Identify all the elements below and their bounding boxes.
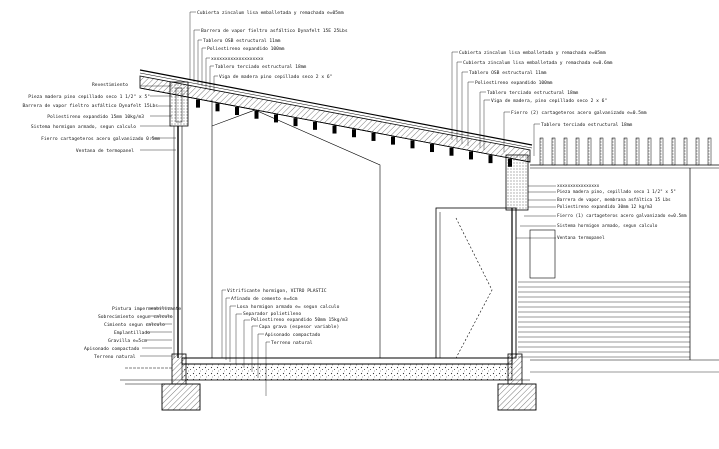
labels-right: Cubierta zincalum lisa emballetada y rem… <box>459 50 647 128</box>
deck-post <box>563 137 568 166</box>
label-left-6: Fierro cartageteros acero galvanizado 0.… <box>41 136 160 142</box>
deck-post <box>707 137 712 166</box>
labels-right-wall: xxxxxxxxxxxxxxxx Pieza madera pino, cepi… <box>557 184 687 241</box>
rafter-block <box>293 118 298 127</box>
label-right-8: Tablero terciado estructural 18mm <box>541 122 633 128</box>
deck-post <box>647 137 652 166</box>
deck-post <box>587 137 592 166</box>
label-right-7: Fierro (2) cartageteros acero galvanizad… <box>511 110 647 116</box>
rafter-block <box>371 132 376 141</box>
label-found-1: Pintura impermeabilizante <box>112 306 181 312</box>
label-floor-8: Terreno natural <box>271 340 313 346</box>
label-right-1: Cubierta zincalum lisa emballetada y rem… <box>459 50 606 56</box>
deck-post <box>551 137 556 166</box>
rafter-block <box>274 114 278 123</box>
rafter-blocks <box>196 99 512 167</box>
rafter-block <box>235 107 239 116</box>
labels-floor: Vitrificante hormigon, VITRO PLASTIC Afi… <box>227 288 348 346</box>
label-left-3: Barrera de vapor fieltro asfáltico Dynaf… <box>22 102 158 109</box>
label-rwall-5: Fierro (1) cartageteros acero galvanizad… <box>557 213 687 219</box>
label-floor-4: Separador polietileno <box>243 311 301 317</box>
label-rwall-4: Poliestireno expandido 30mm 12 kg/m3 <box>557 204 653 210</box>
label-rwall-2: Pieza madera pino, cepillado seco 1 1/2"… <box>557 189 676 195</box>
label-left-2: Pieza madera pino cepillado seco 1 1/2" … <box>28 94 150 100</box>
rafter-block <box>196 99 200 108</box>
label-top-4: Poliestireno expandido 100mm <box>207 46 285 52</box>
label-floor-2: Afinado de cemento e=4cm <box>231 296 298 302</box>
label-rwall-6: Sistema hormigon armado, segun calculo <box>557 223 658 229</box>
deck-posts <box>539 137 712 166</box>
rafter-block <box>254 110 259 119</box>
label-top-3: Tablero OSB estructural 11mm <box>203 38 281 44</box>
deck-post <box>623 137 628 166</box>
deck-post <box>575 137 580 166</box>
label-right-3: Tablero OSB estructural 11mm <box>469 70 547 76</box>
labels-foundation: Pintura impermeabilizante Sobrecimiento … <box>84 306 181 360</box>
rafter-block <box>430 144 434 153</box>
label-top-7: Viga de madera pino cepillado seco 2 x 6… <box>219 74 332 80</box>
rafter-block <box>215 103 220 112</box>
deck-post <box>599 137 604 166</box>
label-rwall-7: Ventana termopanel <box>557 235 605 241</box>
left-wall <box>173 126 183 358</box>
label-left-5: Sistema hormigon armado, segun calculo <box>31 124 136 130</box>
rafter-block <box>488 155 493 164</box>
label-top-5: xxxxxxxxxxxxxxxxxxx <box>211 57 264 62</box>
deck-post <box>539 137 544 166</box>
label-found-3: Cimiento segun calculo <box>104 322 165 328</box>
foundations <box>125 353 537 411</box>
label-top-6: Tablero terciado estructural 18mm <box>215 64 307 70</box>
rafter-block <box>352 129 356 138</box>
label-left-7: Ventana de termopanel <box>76 148 134 154</box>
label-floor-7: Apisonado compactado <box>265 332 321 338</box>
label-found-2: Sobrecimiento segun calculo <box>98 314 173 320</box>
label-rwall-1: xxxxxxxxxxxxxxxx <box>557 184 600 189</box>
interior-back-wall <box>211 100 381 358</box>
deck-post <box>635 137 640 166</box>
rafter-block <box>391 136 395 145</box>
label-right-5: Tablero terciado estructural 18mm <box>487 90 579 96</box>
label-found-7: Terreno natural <box>94 354 136 360</box>
rafter-block <box>313 121 317 130</box>
label-right-4: Poliestireno expandido 100mm <box>475 80 553 86</box>
deck-post <box>695 137 700 166</box>
label-left-4: Poliestireno expandido 15mm 10kg/m3 <box>47 114 144 120</box>
rafter-block <box>410 140 415 149</box>
siding-boards <box>518 281 690 358</box>
label-floor-3: Losa hormigon armado e= segun calculo <box>237 304 340 310</box>
label-floor-6: Capa grava (espesor variable) <box>259 324 339 330</box>
label-floor-5: Poliestireno expandido 50mm 15kg/m3 <box>251 317 348 323</box>
floor-slab <box>120 357 719 381</box>
label-left-1: Revestimiento <box>92 82 128 88</box>
rafter-block <box>332 125 337 134</box>
label-rwall-3: Barrera de vapor, membrana asfáltica 15 … <box>557 196 671 203</box>
label-found-5: Gravilla e=5cm <box>108 338 147 344</box>
label-right-6: Viga de madera, pino cepillado seco 2 x … <box>491 98 607 104</box>
deck-post <box>671 137 676 166</box>
deck-post <box>659 137 664 166</box>
label-top-2: Barrera de vapor fieltro asfáltico Dynaf… <box>201 27 348 34</box>
label-top-1: Cubierta zincalum lisa emballetada y rem… <box>197 10 344 16</box>
roof-structure <box>139 69 533 211</box>
rafter-block <box>469 151 473 160</box>
label-found-6: Apisonado compactado <box>84 346 140 352</box>
label-right-2: Cubierta zincalum lisa emballetada y rem… <box>463 60 613 66</box>
labels-left: Revestimiento Pieza madera pino cepillad… <box>22 82 160 154</box>
labels-top: Cubierta zincalum lisa emballetada y rem… <box>197 10 348 80</box>
label-floor-1: Vitrificante hormigon, VITRO PLASTIC <box>227 288 327 294</box>
exterior-deck <box>518 137 719 360</box>
rafter-block <box>449 147 454 156</box>
deck-post <box>683 137 688 166</box>
deck-post <box>611 137 616 166</box>
leader-lines <box>140 11 556 396</box>
right-wall <box>435 207 517 359</box>
label-found-4: Emplantillado <box>114 330 150 336</box>
